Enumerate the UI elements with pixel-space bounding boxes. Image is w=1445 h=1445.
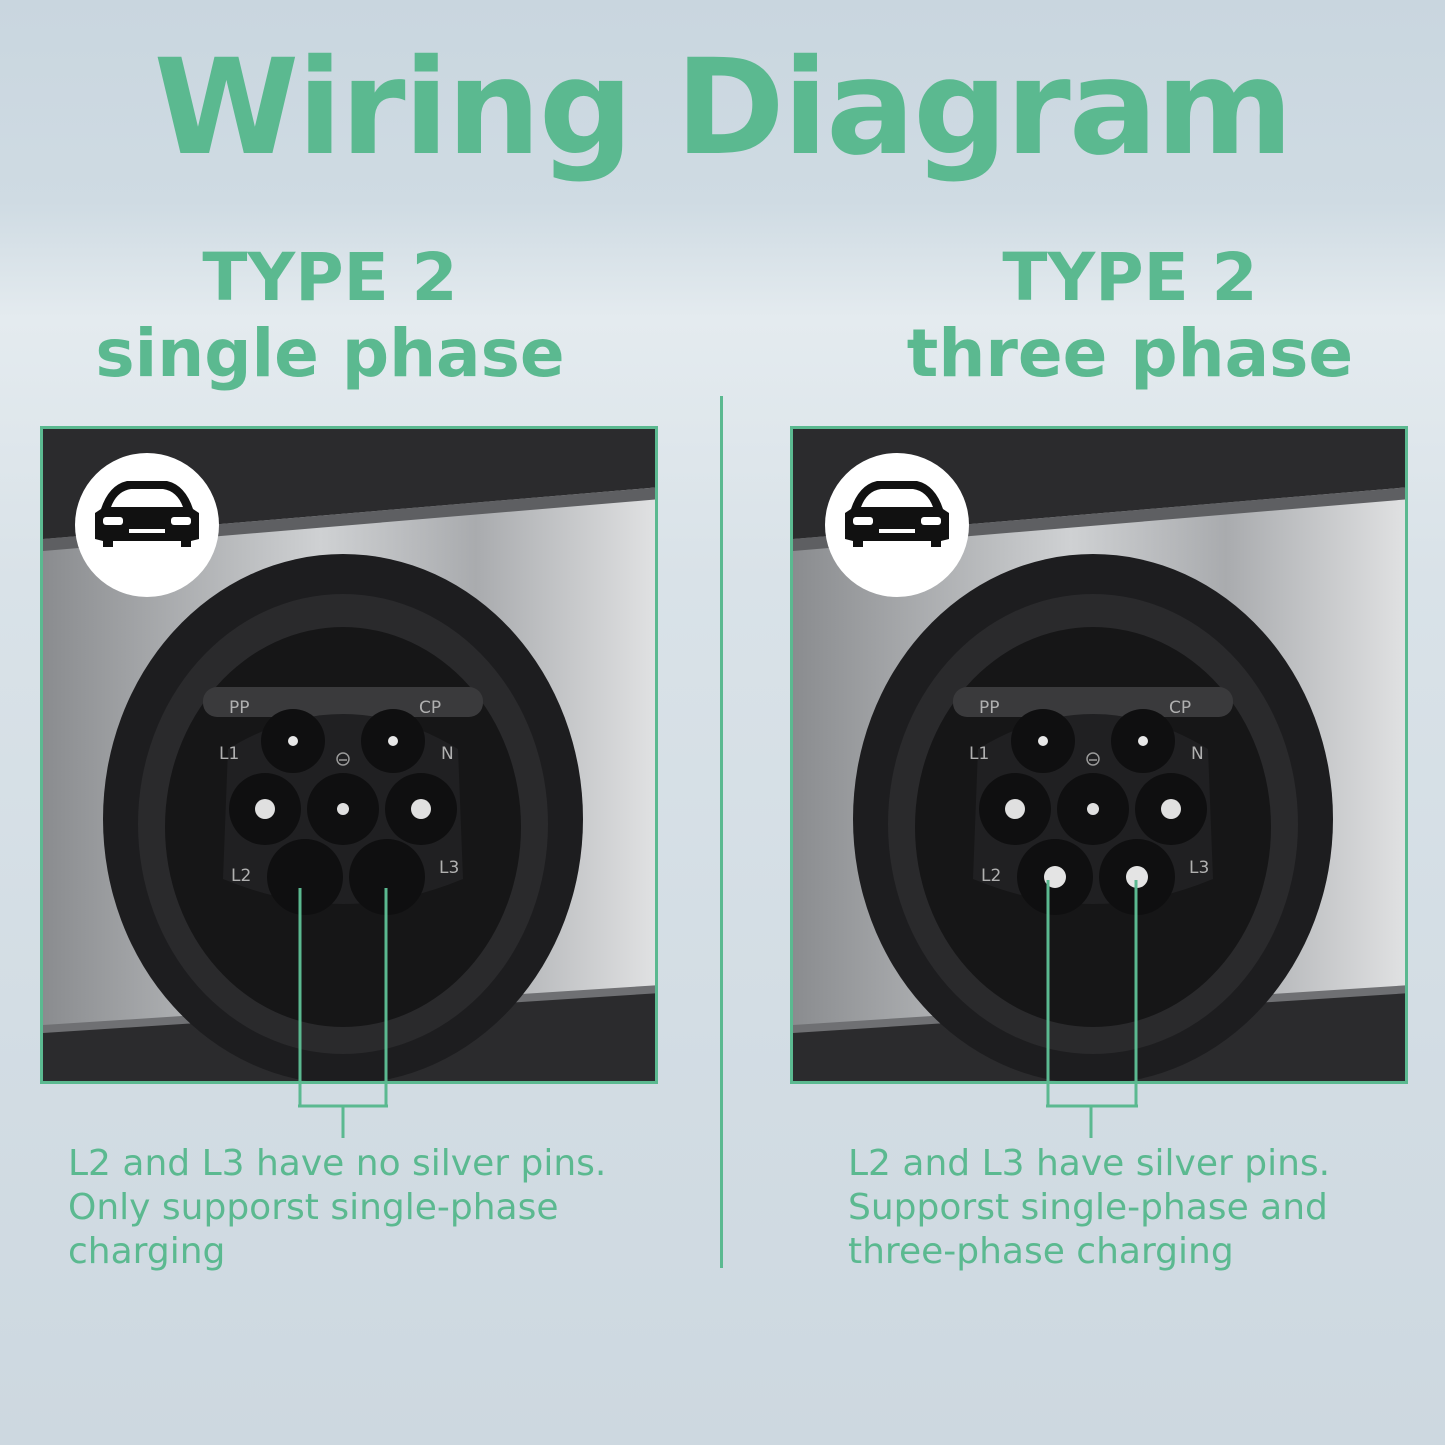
heading-type: TYPE 2 [1002, 239, 1258, 316]
label-l2: L2 [981, 866, 1001, 886]
socket-illustration: PP CP L1 N L2 L3 [43, 429, 655, 1081]
caption-line: charging [68, 1231, 226, 1272]
heading-three-phase: TYPE 2 three phase [860, 240, 1400, 392]
label-n: N [441, 744, 454, 764]
caption-line: L2 and L3 have silver pins. [848, 1143, 1331, 1184]
ground-symbol-icon [1086, 752, 1100, 766]
pin-pe [307, 773, 379, 845]
heading-single-phase: TYPE 2 single phase [70, 240, 590, 392]
pin-l2-empty [267, 839, 343, 915]
label-l1: L1 [219, 744, 239, 764]
label-l3: L3 [439, 858, 459, 878]
heading-phase: three phase [906, 315, 1354, 392]
pin-n [385, 773, 457, 845]
caption-single-phase: L2 and L3 have no silver pins. Only supp… [68, 1142, 606, 1274]
label-l1: L1 [969, 744, 989, 764]
caption-line: Only supporst single-phase [68, 1187, 559, 1228]
pin-cp [361, 709, 425, 773]
socket-illustration: PP CP L1 N L2 L3 [793, 429, 1405, 1081]
label-cp: CP [419, 698, 441, 718]
socket-photo-single-phase: PP CP L1 N L2 L3 [40, 426, 658, 1084]
label-l2: L2 [231, 866, 251, 886]
label-pp: PP [979, 698, 1000, 718]
pin-l3-silver [1099, 839, 1175, 915]
car-icon [825, 453, 969, 597]
caption-line: three-phase charging [848, 1231, 1234, 1272]
pin-l2-silver [1017, 839, 1093, 915]
pin-n [1135, 773, 1207, 845]
pin-l1 [229, 773, 301, 845]
label-n: N [1191, 744, 1204, 764]
label-cp: CP [1169, 698, 1191, 718]
label-l3: L3 [1189, 858, 1209, 878]
socket-photo-three-phase: PP CP L1 N L2 L3 [790, 426, 1408, 1084]
pin-pp [1011, 709, 1075, 773]
pin-pp [261, 709, 325, 773]
pin-cp [1111, 709, 1175, 773]
heading-phase: single phase [95, 315, 565, 392]
heading-type: TYPE 2 [202, 239, 458, 316]
caption-three-phase: L2 and L3 have silver pins. Supporst sin… [848, 1142, 1330, 1274]
page-title: Wiring Diagram [153, 31, 1294, 185]
pin-l3-empty [349, 839, 425, 915]
ground-symbol-icon [336, 752, 350, 766]
car-icon [75, 453, 219, 597]
caption-line: L2 and L3 have no silver pins. [68, 1143, 607, 1184]
caption-line: Supporst single-phase and [848, 1187, 1328, 1228]
center-divider [720, 396, 723, 1268]
pin-pe [1057, 773, 1129, 845]
label-pp: PP [229, 698, 250, 718]
pin-l1 [979, 773, 1051, 845]
